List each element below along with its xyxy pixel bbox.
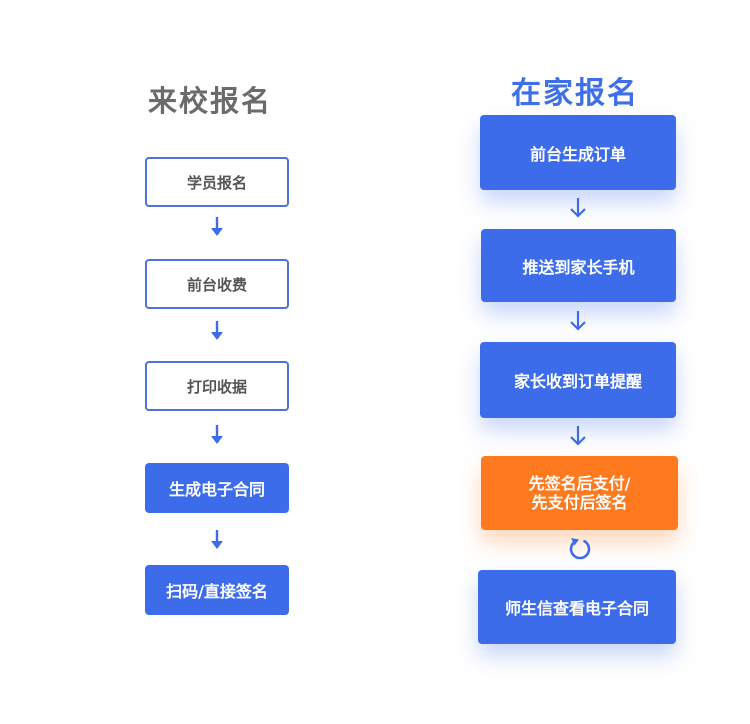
right-column-title: 在家报名 bbox=[511, 76, 639, 111]
right-step-4: 先签名后支付/ 先支付后签名 bbox=[481, 456, 678, 530]
left-step-5: 扫码/直接签名 bbox=[145, 565, 289, 615]
right-step-4-line-2: 先支付后签名 bbox=[531, 493, 628, 512]
arrow-down-icon bbox=[570, 311, 586, 331]
right-step-5: 师生信查看电子合同 bbox=[478, 570, 676, 644]
right-step-3: 家长收到订单提醒 bbox=[480, 342, 676, 418]
arrow-down-icon bbox=[211, 425, 223, 444]
left-step-4: 生成电子合同 bbox=[145, 463, 289, 513]
arrow-down-icon bbox=[211, 321, 223, 340]
left-step-2: 前台收费 bbox=[145, 259, 289, 309]
arrow-down-icon bbox=[570, 198, 586, 218]
right-step-1: 前台生成订单 bbox=[480, 115, 676, 190]
right-step-2: 推送到家长手机 bbox=[481, 229, 676, 302]
right-step-4-line-1: 先签名后支付/ bbox=[528, 474, 631, 493]
left-step-3: 打印收据 bbox=[145, 361, 289, 411]
refresh-icon bbox=[569, 538, 591, 560]
left-column-title: 来校报名 bbox=[148, 84, 273, 118]
arrow-down-icon bbox=[211, 217, 223, 236]
arrow-down-icon bbox=[570, 426, 586, 446]
left-step-1: 学员报名 bbox=[145, 157, 289, 207]
arrow-down-icon bbox=[211, 530, 223, 549]
